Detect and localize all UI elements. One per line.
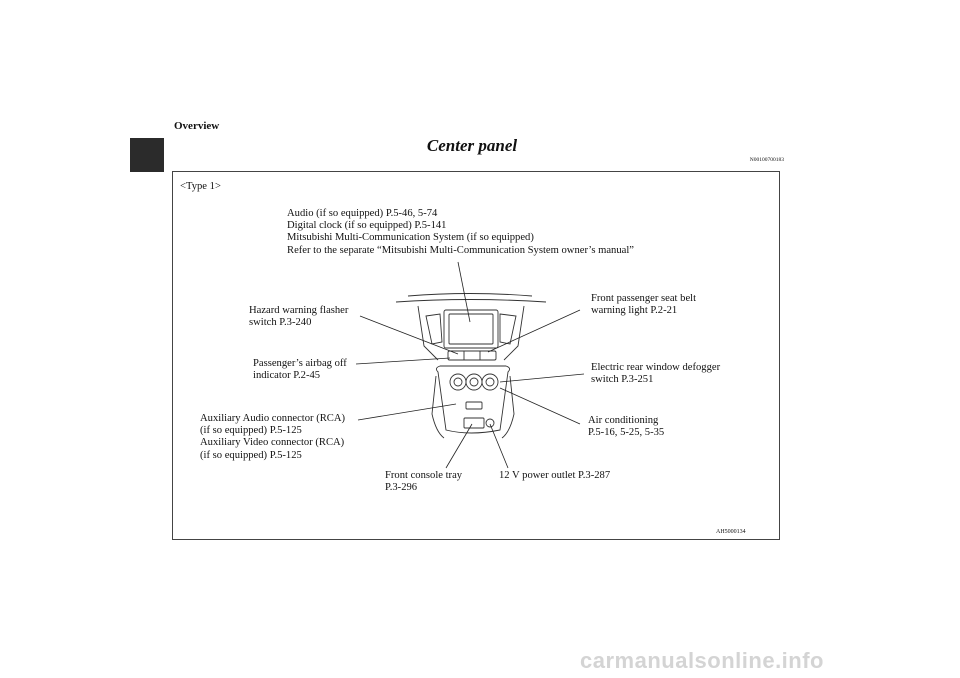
callout-aux: Auxiliary Audio connector (RCA) (if so e… [200,413,346,461]
leader-outlet [489,423,509,469]
dashboard-upper-edge [395,299,547,303]
watermark: carmanualsonline.info [580,648,824,673]
front-console-tray [463,417,485,429]
side-vent-right [499,313,517,345]
callout-aircon: Air conditioning P.5-16, 5-25, 5-35 [588,415,665,439]
leader-aux [357,403,457,421]
document-code: N00100700183 [749,157,784,163]
callout-tray: Front console tray P.3-296 [385,470,463,494]
figure-code: AH5000134 [716,529,746,535]
climate-knob-left [449,373,467,391]
leader-aircon [499,387,581,425]
leader-airbag [355,357,451,365]
climate-knob-right [481,373,499,391]
side-vent-left [425,313,443,345]
leader-hazard [359,315,459,355]
section-heading: Overview [174,120,220,132]
callout-airbag: Passenger’s airbag off indicator P.2-45 [253,358,347,382]
type-label: <Type 1> [180,181,221,192]
climate-knob-center [465,373,483,391]
section-tab-marker [130,138,164,172]
leader-defogger [499,373,585,383]
callout-seatbelt: Front passenger seat belt warning light … [591,293,697,317]
power-outlet [485,418,495,428]
callout-outlet: 12 V power outlet P.3-287 [499,470,611,481]
defogger-button [465,401,483,410]
dashboard-right-side [503,305,525,361]
page-title: Center panel [426,136,518,155]
callout-audio: Audio (if so equipped) P.5-46, 5-74 Digi… [287,208,634,256]
audio-screen-bezel [443,309,499,349]
callout-defogger: Electric rear window defogger switch P.3… [591,362,721,386]
dashboard-left-side [417,305,439,361]
switch-strip [447,350,497,361]
callout-hazard: Hazard warning flasher switch P.3-240 [249,305,349,329]
leader-seatbelt [487,309,581,353]
leader-audio [457,261,471,323]
leader-tray [445,423,473,469]
dashboard-top-curve [407,293,533,297]
audio-screen [448,313,494,345]
figure-frame [172,171,780,540]
console-outline [435,365,511,434]
